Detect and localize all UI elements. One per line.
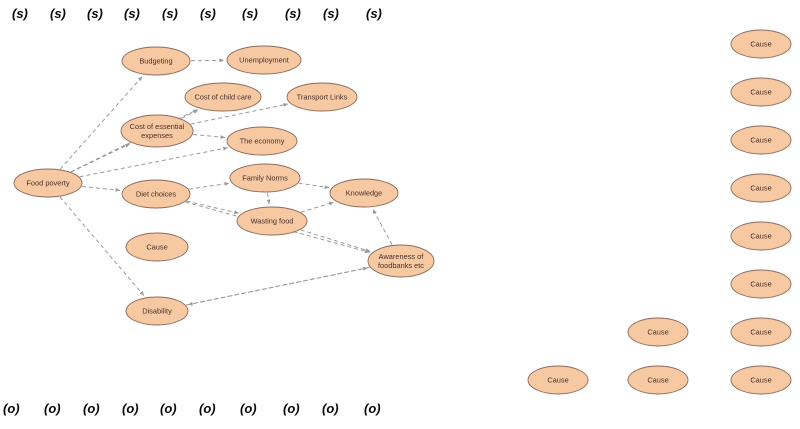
node-cause_r2[interactable] [730, 77, 792, 107]
edge-food_poverty-to-the_economy[interactable] [79, 146, 228, 178]
node-cause_r3[interactable] [730, 125, 792, 155]
edge-wasting_food-to-awareness_foodbanks[interactable] [300, 229, 371, 253]
node-cause_r5[interactable] [730, 221, 792, 251]
opposite-direction-marker-7: (o) [240, 401, 257, 416]
opposite-direction-marker-1: (o) [3, 401, 20, 416]
node-the_economy[interactable] [226, 126, 298, 156]
node-cause_r6[interactable] [730, 269, 792, 299]
node-diet_choices[interactable] [121, 179, 191, 209]
opposite-direction-marker-9: (o) [322, 401, 339, 416]
same-direction-marker-2: (s) [50, 6, 66, 21]
node-cause_r8[interactable] [730, 365, 792, 395]
opposite-direction-marker-10: (o) [364, 401, 381, 416]
node-family_norms[interactable] [229, 163, 301, 193]
opposite-direction-marker-3: (o) [83, 401, 100, 416]
edge-family_norms-to-knowledge[interactable] [298, 182, 330, 190]
node-cause_m2[interactable] [627, 365, 689, 395]
same-direction-marker-10: (s) [366, 6, 382, 21]
same-direction-marker-9: (s) [323, 6, 339, 21]
edge-food_poverty-to-disability[interactable] [59, 196, 145, 296]
node-budgeting[interactable] [121, 46, 191, 76]
top-marker-row: (s) (s) (s) (s) (s) (s) (s) (s) (s) (s) [0, 5, 800, 27]
node-cause_r7[interactable] [730, 317, 792, 347]
node-wasting_food[interactable] [236, 206, 308, 236]
node-transport_links[interactable] [286, 82, 358, 112]
edge-food_poverty-to-diet_choices[interactable] [81, 185, 121, 192]
node-disability[interactable] [125, 296, 189, 326]
same-direction-marker-5: (s) [162, 6, 178, 21]
edge-diet_choices-to-family_norms[interactable] [188, 181, 230, 190]
same-direction-marker-4: (s) [124, 6, 140, 21]
same-direction-marker-1: (s) [12, 6, 28, 21]
opposite-direction-marker-6: (o) [199, 401, 216, 416]
same-direction-marker-8: (s) [285, 6, 301, 21]
edge-cost_essential_expenses-to-cost_child_care[interactable] [181, 109, 199, 119]
node-layer [13, 29, 792, 395]
node-cause_l1[interactable] [527, 365, 589, 395]
same-direction-marker-3: (s) [87, 6, 103, 21]
edge-diet_choices-to-wasting_food[interactable] [186, 200, 239, 215]
edge-food_poverty-to-cost_essential_expenses[interactable] [70, 143, 130, 173]
edge-family_norms-to-wasting_food[interactable] [266, 192, 271, 205]
opposite-direction-marker-4: (o) [122, 401, 139, 416]
node-cause_m1[interactable] [627, 317, 689, 347]
opposite-direction-marker-8: (o) [283, 401, 300, 416]
node-food_poverty[interactable] [13, 168, 83, 198]
node-cause_r4[interactable] [730, 173, 792, 203]
node-knowledge[interactable] [329, 178, 399, 208]
opposite-direction-marker-5: (o) [160, 401, 177, 416]
node-cause_r1[interactable] [730, 29, 792, 59]
edge-awareness_foodbanks-to-disability[interactable] [188, 266, 370, 306]
edge-diet_choices-to-awareness_foodbanks[interactable] [185, 201, 370, 254]
edge-wasting_food-to-knowledge[interactable] [300, 201, 334, 213]
node-cost_essential_expenses[interactable] [120, 114, 194, 148]
node-awareness_foodbanks[interactable] [367, 244, 435, 278]
bottom-marker-row: (o) (o) (o) (o) (o) (o) (o) (o) (o) (o) [0, 400, 800, 422]
same-direction-marker-6: (s) [200, 6, 216, 21]
same-direction-marker-7: (s) [242, 6, 258, 21]
opposite-direction-marker-2: (o) [44, 401, 61, 416]
node-cost_child_care[interactable] [184, 82, 262, 112]
edge-cost_essential_expenses-to-the_economy[interactable] [193, 133, 226, 140]
node-unemployment[interactable] [226, 45, 302, 75]
edge-awareness_foodbanks-to-knowledge[interactable] [372, 209, 393, 245]
node-cause_left_1[interactable] [125, 232, 189, 262]
edge-cost_essential_expenses-to-transport_links[interactable] [190, 102, 289, 125]
